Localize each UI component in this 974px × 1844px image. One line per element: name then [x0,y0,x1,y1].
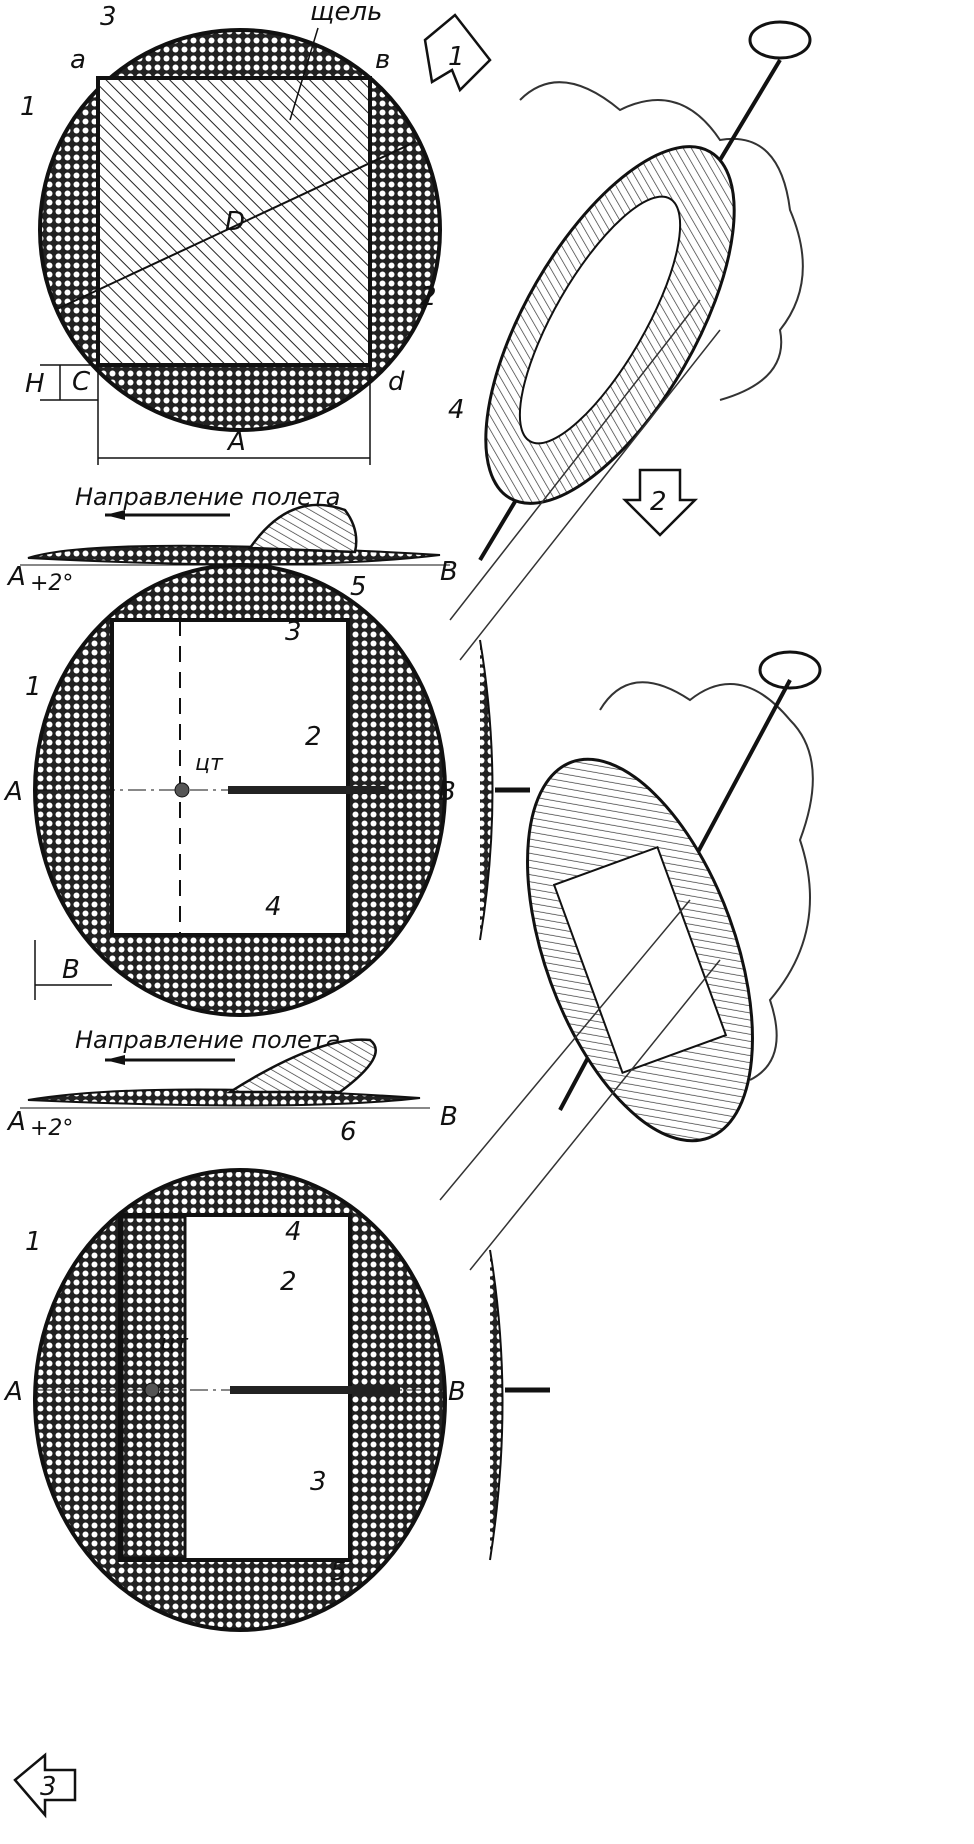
flying-disc-illustration-2 [439,650,822,1271]
svg-text:3: 3 [310,1467,327,1497]
corner-a: a [70,45,86,75]
svg-text:A: A [3,1377,23,1407]
diameter-label: D [225,207,245,237]
svg-text:B: B [438,777,456,807]
figure-1-top-view: щель 3 a в 1 D 2 C d H 4 A [20,0,465,465]
badge-3: 3 [13,1752,77,1819]
svg-text:A: A [6,1107,26,1137]
center-of-gravity-label: цт [160,1331,189,1356]
part-label: 1 [20,92,37,122]
svg-text:6: 6 [340,1117,357,1147]
figure-3-top-view: 1 2 3 4 5 цт A B [3,1168,550,1632]
side-view-1: Направление полета A +2° 5 B [6,483,458,602]
slot-label: щель [310,0,382,27]
figure-2-top-view: 1 2 3 4 цт A B B [3,563,530,1017]
flying-disc-illustration-1 [449,20,812,661]
svg-text:3: 3 [285,617,302,647]
svg-text:4: 4 [285,1217,302,1247]
svg-text:A: A [3,777,23,807]
svg-text:1: 1 [448,42,465,72]
center-of-gravity-label: цт [195,751,224,776]
corner-d: d [388,367,405,397]
diameter-line [54,141,416,311]
width-dim: A [226,427,246,457]
svg-text:B: B [440,557,458,587]
flight-direction-label: Направление полета [75,1026,341,1054]
slot-square [96,76,372,367]
svg-text:+2°: +2° [30,1116,73,1141]
svg-text:2: 2 [305,722,322,752]
svg-text:B: B [440,1102,458,1132]
svg-text:3: 3 [40,1772,57,1802]
svg-text:2: 2 [280,1267,297,1297]
flight-direction-label: Направление полета [75,483,341,511]
svg-text:2: 2 [650,487,667,517]
part-label: 4 [448,395,465,425]
svg-text:1: 1 [25,1227,42,1257]
svg-text:5: 5 [330,1557,347,1587]
part-label: 3 [100,2,117,32]
svg-text:B: B [62,955,80,985]
corner-c: C [72,367,91,397]
badge-1: 1 [423,13,492,93]
corner-b: в [375,45,390,75]
badge-2: 2 [621,468,699,537]
svg-text:B: B [448,1377,466,1407]
svg-text:5: 5 [350,572,367,602]
svg-text:1: 1 [25,672,42,702]
svg-text:A: A [6,562,26,592]
part-label: 2 [420,282,437,312]
height-dim: H [25,369,45,399]
side-view-2: Направление полета A +2° 6 B [6,1026,458,1147]
svg-text:4: 4 [265,892,282,922]
angle-label: +2° [30,571,73,596]
